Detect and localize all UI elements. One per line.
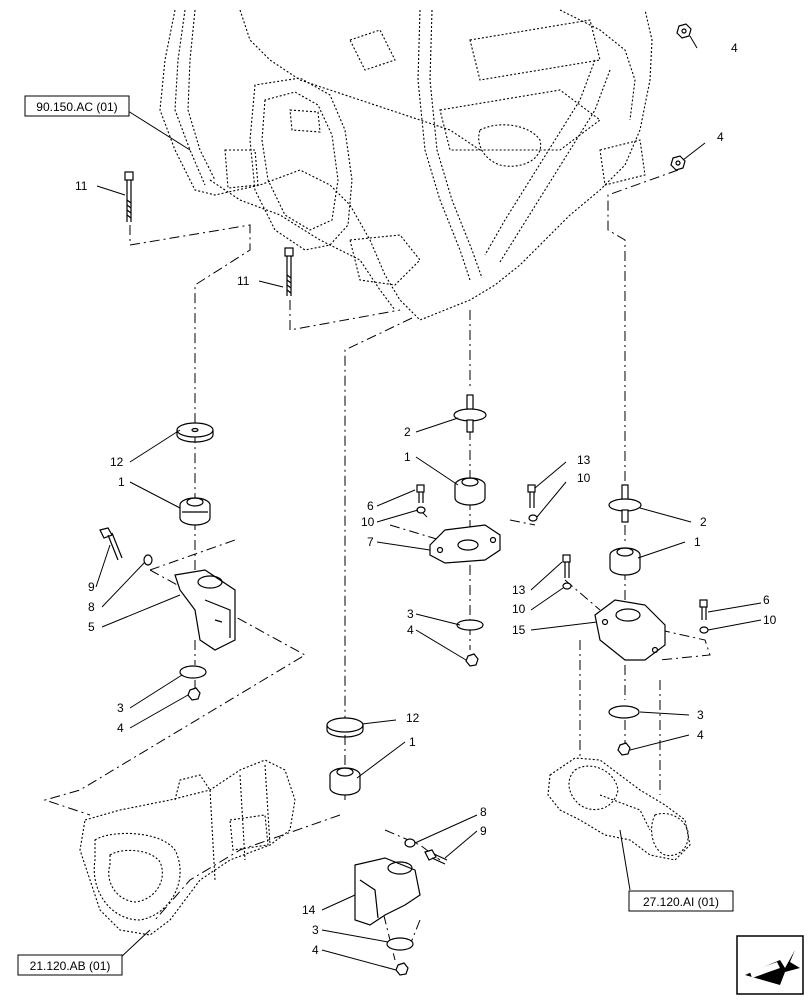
nut-4-top-a: [676, 23, 692, 39]
bracket-14: [354, 857, 421, 926]
callout-14: 14: [302, 903, 316, 917]
callout-3: 3: [312, 923, 319, 937]
callout-8: 8: [88, 600, 95, 614]
callout-2: 2: [700, 515, 707, 529]
callout-10: 10: [361, 515, 375, 529]
callout-12: 12: [406, 711, 420, 725]
bolt-11-left: [124, 171, 134, 222]
callout-7: 7: [367, 535, 374, 549]
assembly-centerlines: [43, 169, 711, 961]
callout-4: 4: [312, 943, 319, 957]
callout-3: 3: [407, 607, 414, 621]
callout-3: 3: [697, 708, 704, 722]
callout-4: 4: [717, 130, 724, 144]
callout-4: 4: [697, 728, 704, 742]
callout-3: 3: [117, 701, 124, 715]
callout-6: 6: [367, 499, 374, 513]
callout-9: 9: [88, 580, 95, 594]
bolt-11-right: [284, 247, 294, 296]
ref-box-axle[interactable]: 27.120.AI (01): [628, 890, 734, 912]
ref-label-cab: 90.150.AC (01): [36, 100, 117, 114]
mount-1-lower: [329, 767, 361, 796]
bolt-9-left: [99, 527, 123, 561]
bracket-5: [174, 569, 236, 651]
callout-13: 13: [512, 583, 526, 597]
leader-lines: [95, 35, 762, 971]
axle-housing: [547, 757, 691, 861]
callout-11: 11: [237, 274, 250, 288]
callout-4: 4: [731, 41, 738, 55]
callout-12: 12: [110, 455, 124, 469]
ref-box-transmission[interactable]: 21.120.AB (01): [17, 954, 123, 976]
callout-8: 8: [480, 805, 487, 819]
nut-4-top-b: [670, 155, 686, 171]
ref-box-cab[interactable]: 90.150.AC (01): [24, 95, 130, 117]
ref-label-axle: 27.120.AI (01): [643, 895, 719, 909]
mount-1-center: [454, 477, 486, 506]
washer-8-lower: [404, 838, 416, 848]
callout-5: 5: [88, 620, 95, 634]
washer-10-right-b: [699, 626, 709, 634]
washer-8-left: [143, 554, 153, 566]
washer-3-lower: [386, 937, 414, 951]
ref-label-transmission: 21.120.AB (01): [30, 959, 111, 973]
callout-1: 1: [404, 450, 411, 464]
washer-3-right: [608, 705, 640, 719]
nut-4-lower: [395, 962, 409, 976]
callout-10: 10: [577, 471, 591, 485]
bolt-13-center: [527, 484, 536, 508]
nut-4-center: [465, 653, 479, 667]
next-page-arrow-icon[interactable]: [736, 935, 804, 995]
nut-4-left: [187, 687, 201, 701]
washer-3-center: [456, 619, 484, 631]
callout-2: 2: [404, 425, 411, 439]
nut-4-right: [617, 742, 631, 756]
callout-10: 10: [763, 613, 777, 627]
transmission-housing: [79, 759, 296, 936]
mount-1-right: [609, 547, 641, 576]
washer-12-center: [326, 717, 364, 738]
callout-10: 10: [512, 602, 526, 616]
bolt-9-lower: [424, 849, 448, 865]
washer-10-right-a: [562, 582, 572, 590]
callout-6: 6: [763, 593, 770, 607]
callout-13: 13: [577, 453, 591, 467]
bolt-6-center: [416, 484, 425, 503]
washer-3-left: [179, 665, 207, 679]
callout-1: 1: [694, 535, 701, 549]
bolt-13-right: [562, 554, 571, 578]
callout-11: 11: [75, 179, 88, 193]
callout-1: 1: [118, 475, 125, 489]
washer-10-center-a: [416, 506, 426, 514]
stud-2-right: [608, 484, 642, 523]
cab-frame: [159, 9, 653, 321]
callout-numbers: 1 1 1 1 2 2 3 3 3 3 4 4 4 4 4 4 5 6 6 7 …: [75, 41, 777, 957]
washer-10-center-b: [528, 514, 538, 522]
callout-4: 4: [117, 721, 124, 735]
stud-2-center: [453, 394, 487, 433]
callout-1: 1: [409, 735, 416, 749]
callout-4: 4: [407, 623, 414, 637]
bolt-6-right: [699, 599, 708, 620]
washer-12-left: [176, 422, 214, 443]
bracket-15: [594, 599, 666, 661]
plate-7: [429, 524, 501, 564]
callout-15: 15: [512, 623, 526, 637]
callout-9: 9: [480, 824, 487, 838]
mount-1-left: [179, 497, 211, 526]
